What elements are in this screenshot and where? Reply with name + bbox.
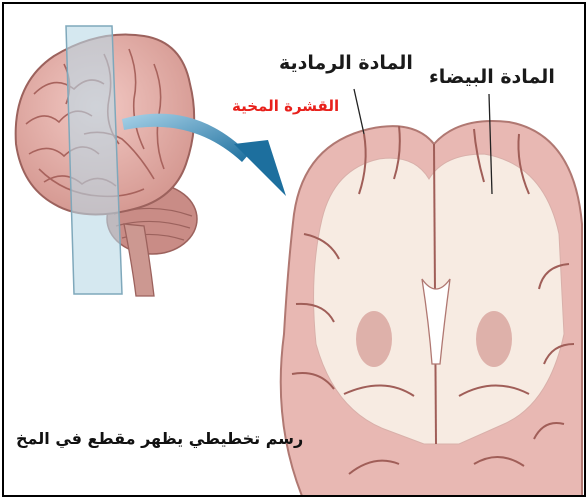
white-matter-label: المادة البيضاء [429, 66, 555, 88]
figure-caption: رسم تخطيطي يظهر مقطع في المخ [16, 429, 303, 448]
cerebral-cortex-label: القشرة المخية [232, 97, 339, 115]
gray-matter-label: المادة الرمادية [279, 52, 413, 74]
